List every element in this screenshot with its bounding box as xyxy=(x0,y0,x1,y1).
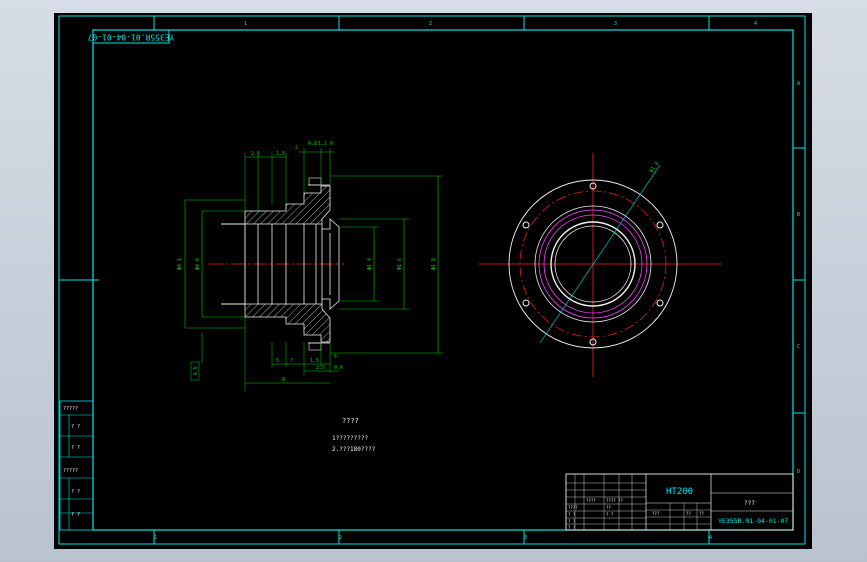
dim-bot-e: 2.5 xyxy=(316,365,325,371)
technical-notes: ???? 1????????? 2.???180???? xyxy=(332,417,376,453)
side-row-4: ????? xyxy=(63,468,78,474)
tb-grid-g: ? ? xyxy=(568,525,576,530)
drawing-canvas[interactable]: 1 2 3 4 1 2 3 4 A B C D YE355R.01-04-01-… xyxy=(54,13,812,549)
zone-col-top-2: 2 xyxy=(429,21,432,27)
dim-top-b: 1.5 xyxy=(276,151,285,157)
dim-left-label: 4.5 xyxy=(193,366,199,375)
bolt-holes xyxy=(522,182,664,346)
bore-inner-circle xyxy=(554,225,632,303)
zone-col-top-3: 3 xyxy=(614,21,617,27)
hidden-circle-inner xyxy=(543,214,643,314)
dim-bolt-circle: Φ1 8 xyxy=(649,161,661,174)
dim-bot-c: 1.5 xyxy=(310,358,319,364)
hidden-circle-outer xyxy=(538,209,648,319)
hub-circle xyxy=(534,205,652,323)
zone-row-4: D xyxy=(797,469,800,475)
flange-outer-circle xyxy=(508,179,678,349)
zone-col-bottom-4: 4 xyxy=(709,535,712,541)
side-table: ????? ? ? ? ? ????? ? ? ? ? xyxy=(59,400,94,531)
dimension-lines xyxy=(184,148,443,391)
notes-heading: ???? xyxy=(342,417,359,425)
dim-outer-right: Φ1 8 xyxy=(431,258,437,270)
zone-row-2: B xyxy=(797,212,800,218)
bolt-circle xyxy=(519,190,667,338)
dim-left-inner: Φ4 0 xyxy=(195,258,201,270)
material-label: HT200 xyxy=(666,487,693,497)
dim-bot-b: 7 xyxy=(290,358,293,364)
zone-col-bottom-2: 2 xyxy=(339,535,342,541)
tb-grid-f: ? ? xyxy=(568,519,576,524)
dim-bot-g: 0.6 xyxy=(334,365,343,371)
notes-line-2: 2.???180???? xyxy=(332,446,376,453)
zone-col-top-4: 4 xyxy=(754,21,757,27)
notes-line-1: 1????????? xyxy=(332,435,369,442)
zone-col-bottom-1: 1 xyxy=(154,535,157,541)
dim-top-d: 0.8 xyxy=(308,141,317,147)
tb-grid-d: ?? xyxy=(606,505,611,510)
side-row-2: ? ? xyxy=(71,424,80,430)
lower-wall-section xyxy=(244,303,331,343)
dim-bot-d: 5 xyxy=(334,354,337,360)
part-name: ??? xyxy=(744,500,755,507)
bore-circle xyxy=(550,221,636,307)
side-row-3: ? ? xyxy=(71,445,80,451)
diameter-leader xyxy=(539,164,661,344)
dim-bore-1: Φ1 4 xyxy=(367,258,373,270)
tb-grid-b: ???? ?? xyxy=(606,498,623,503)
zone-col-bottom-3: 3 xyxy=(524,535,527,541)
code-stamp-box: YE355R.01-04-01-07 xyxy=(87,29,174,44)
tb-grid-a: ???? xyxy=(586,498,596,503)
dim-top-a: 2.5 xyxy=(251,151,260,157)
side-row-1: ????? xyxy=(63,406,78,412)
dim-bot-a: 5 xyxy=(276,358,279,364)
zone-col-top-1: 1 xyxy=(244,21,247,27)
zone-row-3: C xyxy=(797,344,800,350)
tb-grid-h: ? ? xyxy=(606,512,614,517)
tb-sheet-c: ?? xyxy=(699,511,704,516)
section-view[interactable]: Φ4 1 Φ4 0 Φ1 4 Φ1 6 Φ1 8 2.5 1.5 2 0.8 1… xyxy=(177,141,443,391)
code-stamp-text: YE355R.01-04-01-07 xyxy=(87,33,174,42)
tb-grid-e: ? ? xyxy=(568,512,576,517)
dim-left-outer: Φ4 1 xyxy=(177,258,183,270)
dim-top-c: 2 xyxy=(295,145,298,151)
tb-sheet-a: ??? xyxy=(652,511,660,516)
zone-labels: 1 2 3 4 1 2 3 4 A B C D xyxy=(154,21,800,541)
cad-drawing-viewport[interactable]: 1 2 3 4 1 2 3 4 A B C D YE355R.01-04-01-… xyxy=(54,13,812,549)
dim-bore-2: Φ1 6 xyxy=(397,258,403,270)
title-block[interactable]: ???? ???? ?? ???? ?? ? ? ? ? ? ? ? ? HT2… xyxy=(565,473,794,531)
side-row-6: ? ? xyxy=(71,512,80,518)
tb-grid-c: ???? xyxy=(568,505,578,510)
dim-bot-f: 8 xyxy=(282,377,285,383)
side-row-5: ? ? xyxy=(71,489,80,495)
end-view[interactable]: Φ1 8 xyxy=(479,153,722,377)
dim-top-e: 1.1 0 xyxy=(318,141,333,147)
outer-frame xyxy=(58,15,806,545)
tb-sheet-b: ?? xyxy=(686,511,691,516)
drawing-code: YE355R.01-04-01-07 xyxy=(718,517,789,525)
zone-row-1: A xyxy=(797,81,800,87)
